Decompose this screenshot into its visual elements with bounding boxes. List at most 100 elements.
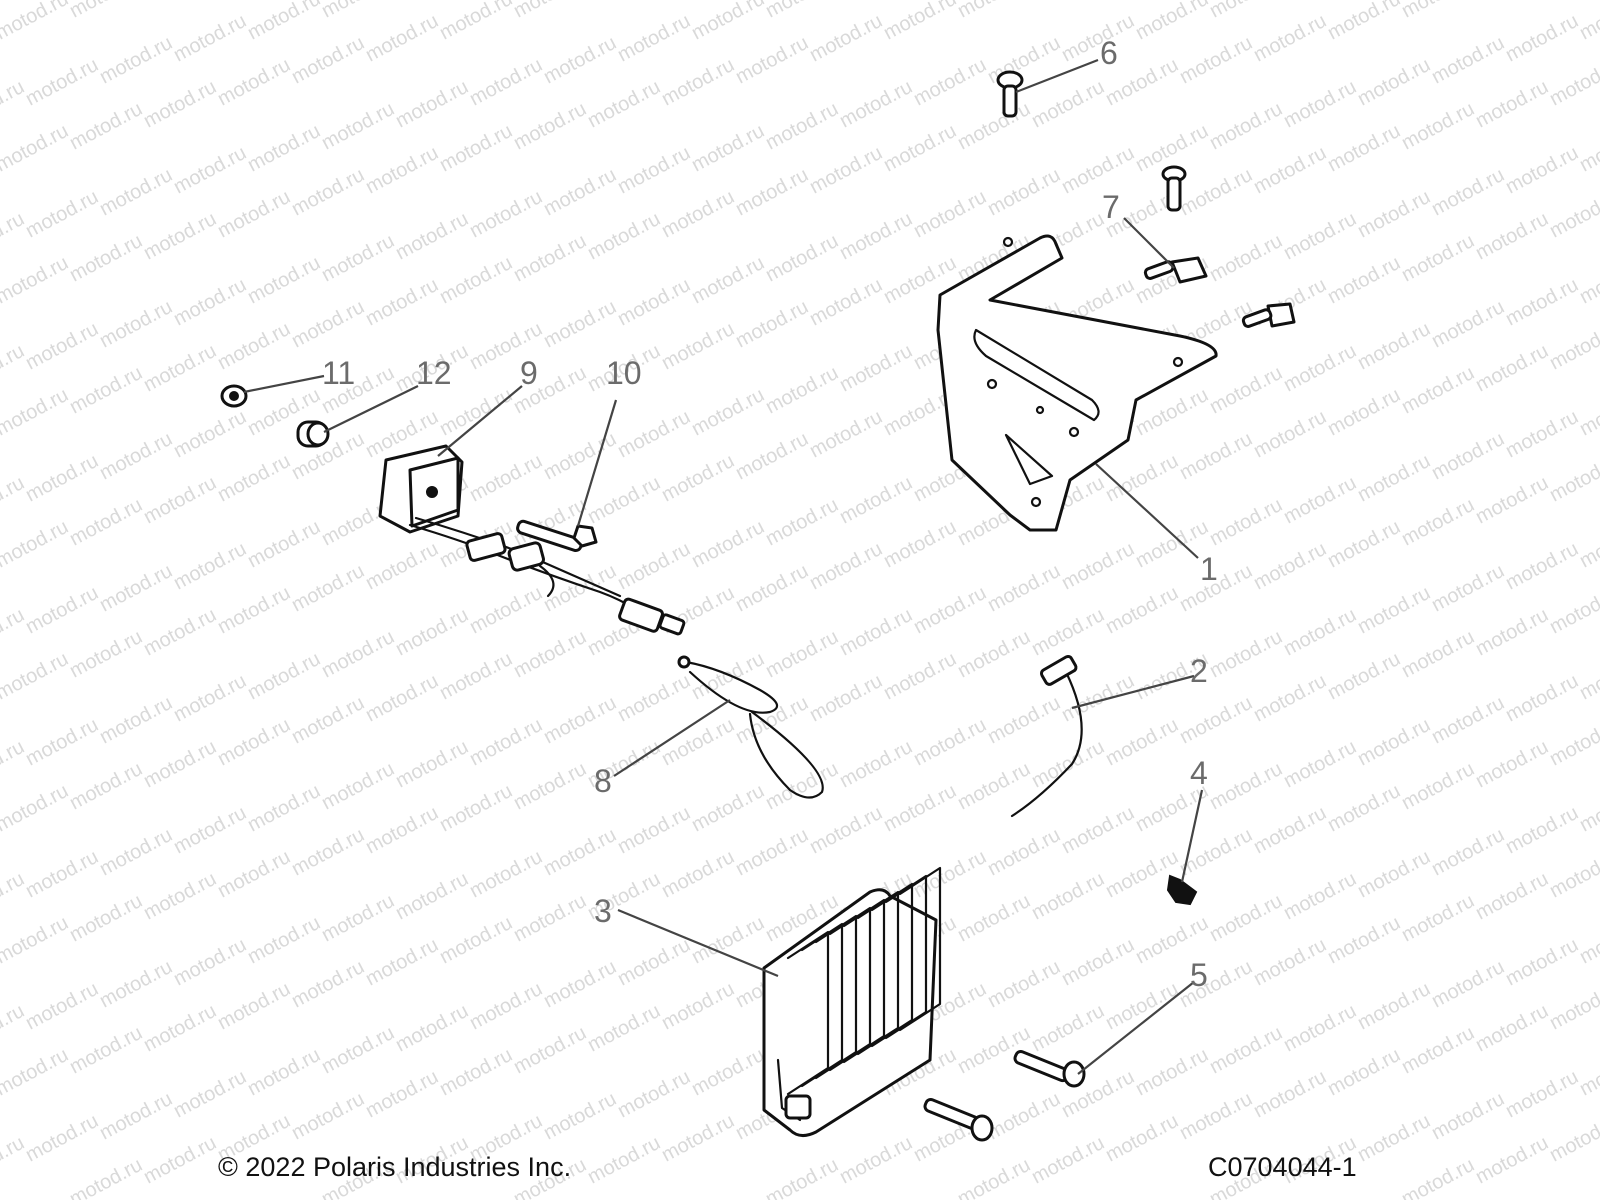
- watermark-text: motod.ru: [1546, 714, 1600, 770]
- watermark-text: motod.ru: [1398, 1154, 1478, 1200]
- watermark-text: motod.ru: [1280, 340, 1360, 396]
- watermark-text: motod.ru: [1028, 604, 1108, 660]
- watermark-text: motod.ru: [96, 560, 176, 616]
- watermark-text: motod.ru: [170, 934, 250, 990]
- watermark-text: motod.ru: [614, 10, 694, 66]
- watermark-text: motod.ru: [540, 692, 620, 748]
- watermark-text: motod.ru: [1058, 934, 1138, 990]
- watermark-text: motod.ru: [540, 32, 620, 88]
- watermark-text: motod.ru: [1398, 230, 1478, 286]
- watermark-text: motod.ru: [614, 406, 694, 462]
- watermark-text: motod.ru: [1354, 186, 1434, 242]
- watermark-text: motod.ru: [1428, 164, 1508, 220]
- watermark-text: motod.ru: [0, 1044, 72, 1100]
- watermark-text: motod.ru: [658, 978, 738, 1034]
- watermark-text: motod.ru: [22, 582, 102, 638]
- watermark-text: motod.ru: [510, 0, 590, 22]
- wire-lead-2: [1010, 654, 1083, 818]
- watermark-text: motod.ru: [466, 186, 546, 242]
- watermark-text: motod.ru: [244, 1044, 324, 1100]
- watermark-text: motod.ru: [66, 758, 146, 814]
- watermark-text: motod.ru: [1028, 1132, 1108, 1188]
- watermark-text: motod.ru: [910, 186, 990, 242]
- callout-labels: 1 2 3 4 5 6 7 8 9 10 11 12: [322, 35, 1218, 993]
- watermark-text: motod.ru: [1132, 0, 1212, 44]
- watermark-text: motod.ru: [318, 1022, 398, 1078]
- watermark-text: motod.ru: [288, 560, 368, 616]
- watermark-text: motod.ru: [466, 846, 546, 902]
- watermark-text: motod.ru: [1546, 450, 1600, 506]
- watermark-text: motod.ru: [1132, 1044, 1212, 1100]
- watermark-text: motod.ru: [1546, 846, 1600, 902]
- callout-12: 12: [416, 355, 452, 391]
- watermark-text: motod.ru: [658, 714, 738, 770]
- watermark-text: motod.ru: [66, 890, 146, 946]
- watermark-text: motod.ru: [762, 494, 842, 550]
- watermark-text: motod.ru: [0, 340, 28, 396]
- watermark-text: motod.ru: [1324, 384, 1404, 440]
- watermark-text: motod.ru: [540, 164, 620, 220]
- watermark-text: motod.ru: [1280, 736, 1360, 792]
- watermark-text: motod.ru: [762, 230, 842, 286]
- voltage-regulator-3: [762, 866, 942, 1137]
- watermark-text: motod.ru: [510, 1022, 590, 1078]
- watermark-text: motod.ru: [0, 912, 72, 968]
- watermark-text: motod.ru: [0, 868, 28, 924]
- watermark-text: motod.ru: [22, 54, 102, 110]
- watermark-text: motod.ru: [244, 120, 324, 176]
- watermark-text: motod.ru: [540, 296, 620, 352]
- watermark-text: motod.ru: [806, 406, 886, 462]
- watermark-text: motod.ru: [584, 1132, 664, 1188]
- watermark-text: motod.ru: [1324, 516, 1404, 572]
- watermark-text: motod.ru: [318, 758, 398, 814]
- watermark-text: motod.ru: [1472, 76, 1552, 132]
- watermark-text: motod.ru: [66, 626, 146, 682]
- watermark-text: motod.ru: [836, 736, 916, 792]
- watermark-text: motod.ru: [1324, 120, 1404, 176]
- watermark-text: motod.ru: [1576, 780, 1600, 836]
- watermark-text: motod.ru: [96, 956, 176, 1012]
- watermark-text: motod.ru: [1546, 186, 1600, 242]
- watermark-text: motod.ru: [0, 516, 72, 572]
- watermark-text: motod.ru: [170, 670, 250, 726]
- watermark-text: motod.ru: [688, 120, 768, 176]
- watermark-text: motod.ru: [288, 824, 368, 880]
- watermark-text: motod.ru: [836, 604, 916, 660]
- watermark-text: motod.ru: [288, 164, 368, 220]
- copyright-notice: © 2022 Polaris Industries Inc.: [218, 1152, 572, 1182]
- watermark-text: motod.ru: [1354, 54, 1434, 110]
- watermark-text: motod.ru: [244, 0, 324, 44]
- watermark-text: motod.ru: [1576, 1044, 1600, 1100]
- watermark-text: motod.ru: [466, 714, 546, 770]
- watermark-text: motod.ru: [880, 780, 960, 836]
- watermark-text: motod.ru: [0, 736, 28, 792]
- watermark-text: motod.ru: [1250, 538, 1330, 594]
- watermark-text: motod.ru: [1324, 648, 1404, 704]
- watermark-text: motod.ru: [614, 670, 694, 726]
- watermark-text: motod.ru: [214, 450, 294, 506]
- watermark-text: motod.ru: [1428, 1088, 1508, 1144]
- watermark-text: motod.ru: [954, 0, 1034, 22]
- figure-code: C0704044-1: [1208, 1152, 1357, 1182]
- watermark-text: motod.ru: [954, 626, 1034, 682]
- watermark-text: motod.ru: [0, 648, 72, 704]
- watermark-text: motod.ru: [392, 604, 472, 660]
- watermark-text: motod.ru: [140, 340, 220, 396]
- watermark-text: motod.ru: [1354, 582, 1434, 638]
- watermark-text: motod.ru: [1102, 1110, 1182, 1166]
- watermark-text: motod.ru: [1354, 846, 1434, 902]
- callout-10: 10: [606, 355, 642, 391]
- watermark-text: motod.ru: [318, 230, 398, 286]
- watermark-text: motod.ru: [1206, 362, 1286, 418]
- watermark-text: motod.ru: [910, 582, 990, 638]
- watermark-text: motod.ru: [0, 1132, 28, 1188]
- watermark-text: motod.ru: [214, 54, 294, 110]
- watermark-text: motod.ru: [910, 54, 990, 110]
- watermark-text: motod.ru: [1176, 32, 1256, 88]
- watermark-text: motod.ru: [1428, 32, 1508, 88]
- screw-6: [996, 70, 1024, 118]
- watermark-text: motod.ru: [880, 0, 960, 44]
- watermark-text: motod.ru: [22, 186, 102, 242]
- callout-11: 11: [322, 355, 355, 391]
- watermark-text: motod.ru: [288, 296, 368, 352]
